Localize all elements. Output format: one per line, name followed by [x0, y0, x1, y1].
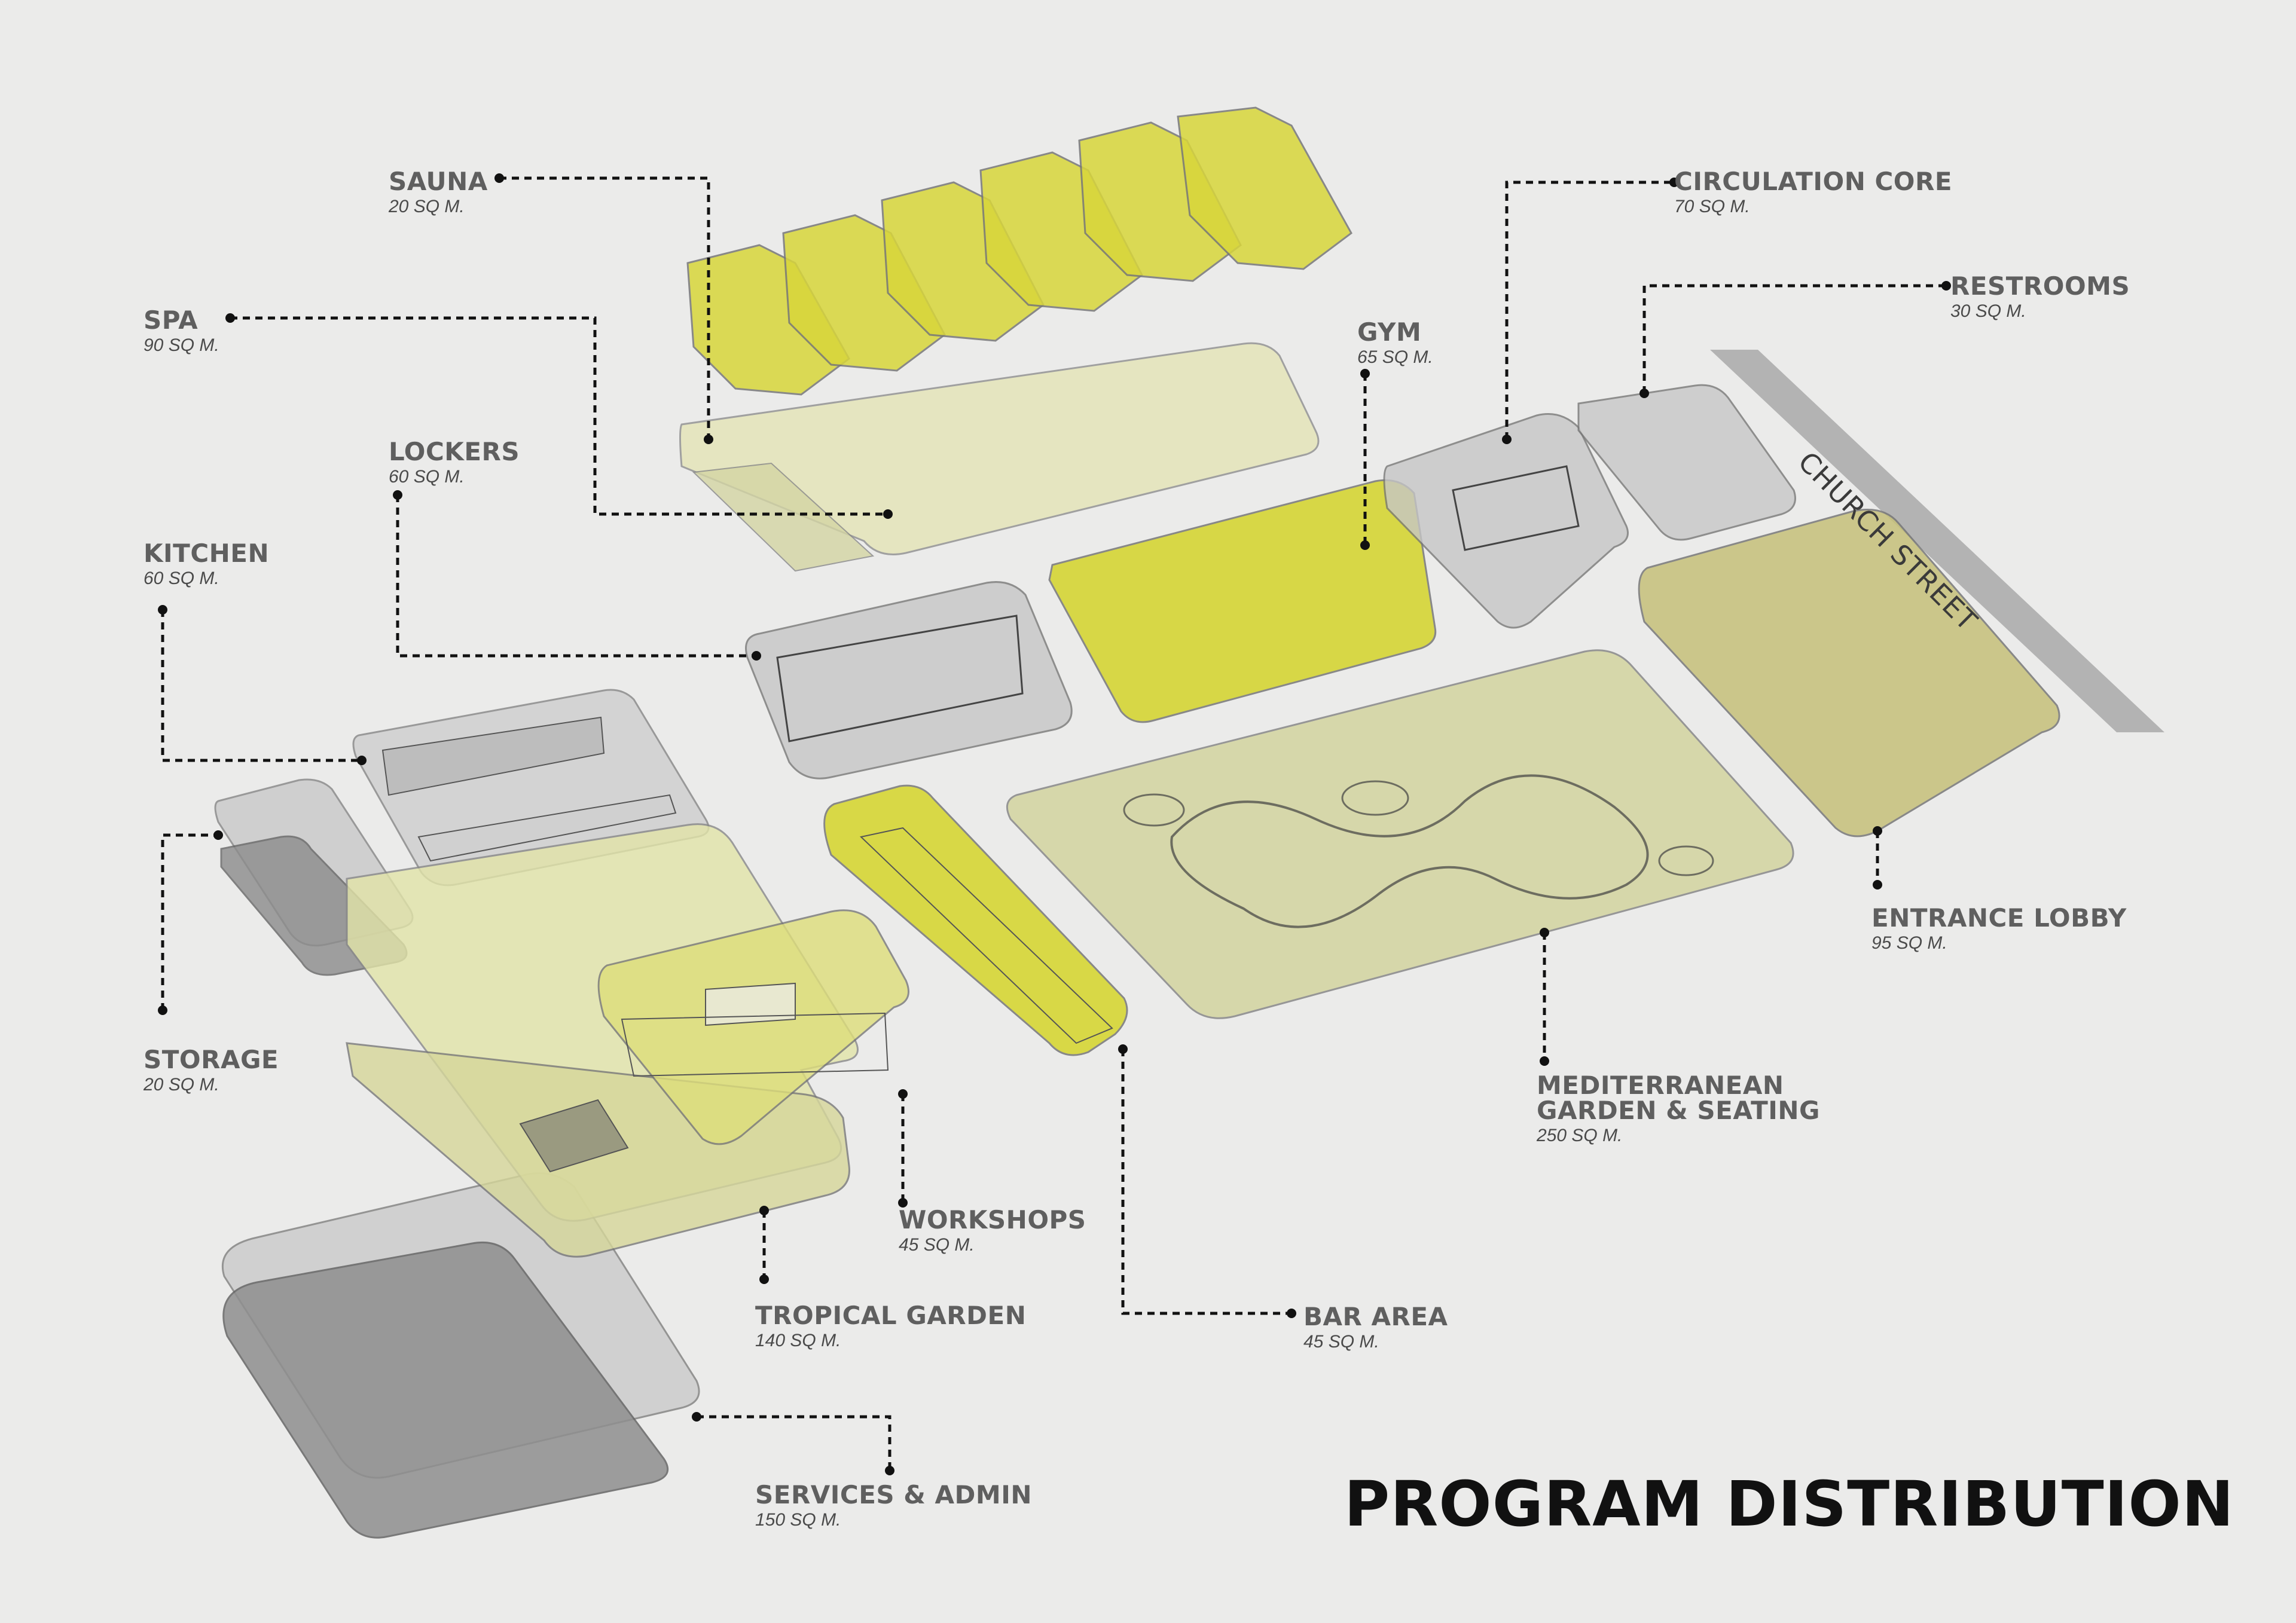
- workshops-volume: [597, 909, 909, 1145]
- leader-kitchen: [161, 610, 362, 762]
- restrooms-name: RESTROOMS: [1950, 271, 2130, 301]
- kitchen-area: 60 SQ M.: [144, 568, 219, 588]
- label-services-admin: SERVICES & ADMIN 150 SQ M.: [755, 1483, 1032, 1529]
- spa-volume: [679, 342, 1320, 572]
- gym-name: GYM: [1357, 317, 1422, 347]
- church-street-strip: [1710, 350, 2164, 732]
- spa-name: SPA: [144, 305, 199, 335]
- gym-area: 65 SQ M.: [1357, 347, 1433, 367]
- restrooms-area: 30 SQ M.: [1950, 301, 2026, 321]
- sauna-cabins: [686, 106, 1352, 396]
- spa-area: 90 SQ M.: [144, 335, 219, 355]
- label-sauna: SAUNA 20 SQ M.: [389, 169, 488, 216]
- sauna-name: SAUNA: [389, 167, 488, 196]
- label-entrance-lobby: ENTRANCE LOBBY 95 SQ M.: [1871, 906, 2127, 952]
- leader-lines: [161, 176, 1946, 1471]
- entrance-lobby-volume: [1638, 509, 2060, 838]
- entrance-lobby-area: 95 SQ M.: [1871, 933, 1947, 953]
- leader-services: [697, 1415, 891, 1471]
- gym-volume: [1048, 479, 1437, 723]
- lockers-area: 60 SQ M.: [389, 467, 465, 487]
- workshops-name: WORKSHOPS: [899, 1205, 1086, 1234]
- label-spa: SPA 90 SQ M.: [144, 308, 219, 354]
- lockers-volume: [745, 581, 1073, 780]
- label-workshops: WORKSHOPS 45 SQ M.: [899, 1208, 1086, 1254]
- circulation-core-area: 70 SQ M.: [1674, 197, 1750, 216]
- leader-circulation: [1505, 181, 1674, 439]
- bar-area-area: 45 SQ M.: [1303, 1332, 1379, 1352]
- storage-area: 20 SQ M.: [144, 1075, 219, 1095]
- leader-bar: [1121, 1049, 1292, 1315]
- bar-area-name: BAR AREA: [1303, 1302, 1448, 1331]
- mediterranean-area: 250 SQ M.: [1537, 1126, 1623, 1145]
- tropical-garden-area: 140 SQ M.: [755, 1331, 841, 1350]
- workshops-area: 45 SQ M.: [899, 1235, 975, 1255]
- label-tropical-garden: TROPICAL GARDEN 140 SQ M.: [755, 1303, 1026, 1350]
- label-gym: GYM 65 SQ M.: [1357, 320, 1433, 366]
- entrance-lobby-name: ENTRANCE LOBBY: [1871, 903, 2127, 933]
- mediterranean-name: MEDITERRANEAN: [1537, 1071, 1784, 1100]
- leader-sauna: [499, 176, 710, 439]
- services-admin-area: 150 SQ M.: [755, 1510, 841, 1530]
- mediterranean-garden-volume: [1006, 649, 1794, 1019]
- label-lockers: LOCKERS 60 SQ M.: [389, 439, 520, 486]
- leader-lockers: [396, 495, 756, 658]
- storage-name: STORAGE: [144, 1045, 279, 1074]
- label-restrooms: RESTROOMS 30 SQ M.: [1950, 274, 2130, 320]
- label-mediterranean: MEDITERRANEAN GARDEN & SEATING 250 SQ M.: [1537, 1073, 1820, 1145]
- leader-storage: [161, 833, 218, 1010]
- circulation-core-name: CIRCULATION CORE: [1674, 167, 1953, 196]
- leader-spa: [230, 316, 888, 516]
- label-storage: STORAGE 20 SQ M.: [144, 1047, 279, 1094]
- circulation-core-volume: [1383, 413, 1629, 629]
- kitchen-name: KITCHEN: [144, 539, 270, 568]
- restrooms-volume: [1577, 384, 1796, 541]
- mediterranean-name2: GARDEN & SEATING: [1537, 1096, 1820, 1125]
- services-admin-name: SERVICES & ADMIN: [755, 1480, 1032, 1509]
- leader-restrooms: [1642, 284, 1946, 393]
- lockers-name: LOCKERS: [389, 437, 520, 466]
- tropical-garden-name: TROPICAL GARDEN: [755, 1301, 1027, 1330]
- sauna-area: 20 SQ M.: [389, 197, 465, 216]
- bar-area-volume: [823, 784, 1128, 1056]
- label-circulation-core: CIRCULATION CORE 70 SQ M.: [1674, 169, 1952, 216]
- label-bar-area: BAR AREA 45 SQ M.: [1303, 1304, 1448, 1351]
- leader-dots: [158, 173, 1951, 1475]
- page-title: PROGRAM DISTRIBUTION: [1344, 1468, 2234, 1541]
- label-kitchen: KITCHEN 60 SQ M.: [144, 541, 269, 588]
